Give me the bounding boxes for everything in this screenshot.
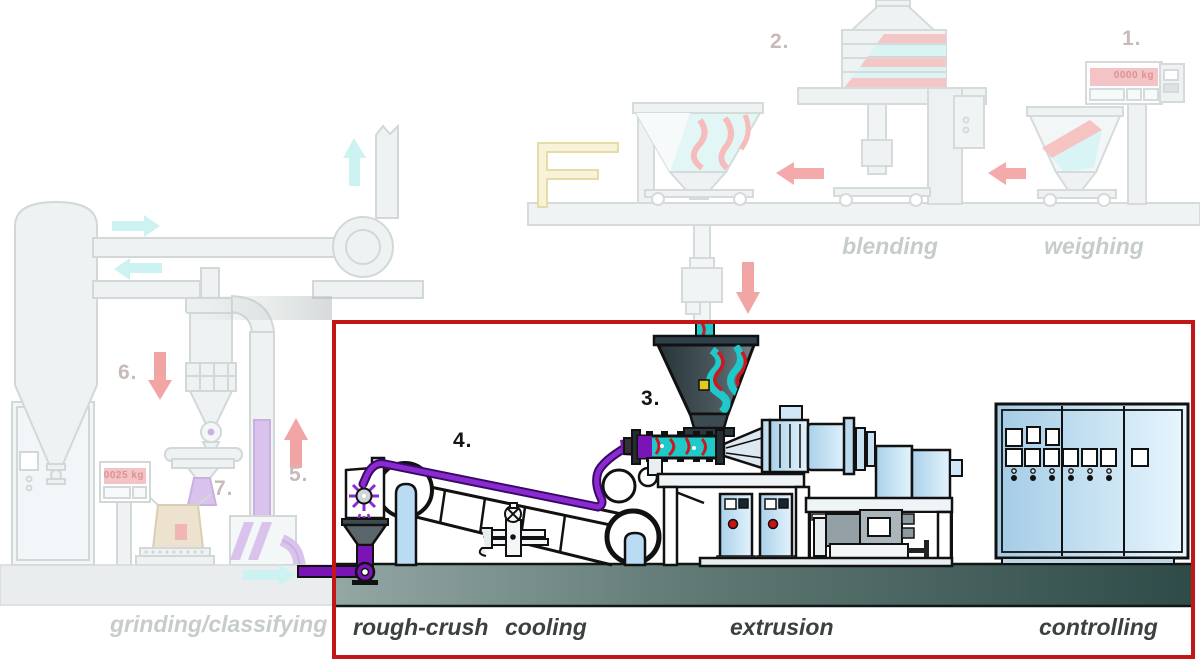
blending-machine [797, 0, 987, 207]
flow-arrow-left-air-icon [114, 258, 162, 280]
weighing-scale-readout: 0000 kg [1113, 70, 1154, 81]
stage-number-cooling-conveyor: 4. [453, 429, 473, 452]
conveyor-post-left [394, 482, 418, 567]
dosing-scale [99, 461, 151, 567]
storage-silo [11, 200, 98, 566]
water-sprayer [478, 502, 549, 557]
flow-arrow-up-duct-icon [343, 138, 366, 186]
cabinet-knobs [1011, 468, 1112, 481]
premix-container [632, 102, 764, 206]
forklift-mark [537, 142, 619, 208]
extruder [623, 321, 963, 502]
bagging-station [135, 447, 243, 566]
stage-number-extruder-feed: 3. [641, 387, 661, 410]
machine-floor [332, 562, 1195, 608]
elevated-platform [527, 202, 1200, 226]
dosing-scale-readout: 0025 kg [103, 470, 144, 481]
stage-number-bagging: 7. [214, 477, 234, 500]
strand-pulley-mid [601, 468, 637, 504]
stage-label-weighing: weighing [1044, 233, 1144, 259]
flow-arrow-left-blending-icon [776, 162, 824, 185]
control-cabinet [994, 402, 1190, 565]
star-cutter [349, 481, 379, 522]
flow-arrow-down-classify-icon [148, 352, 172, 400]
flow-arrow-down-icon [736, 262, 760, 314]
stage-label-grinding-classifying: grinding/classifying [110, 611, 328, 637]
highlight-box-border [332, 320, 1195, 659]
drive-motor [874, 444, 914, 502]
weighing-station [1026, 61, 1185, 207]
pneumatic-pipes [92, 123, 424, 301]
cooling-conveyor [376, 461, 662, 567]
crusher-discharge [297, 518, 389, 585]
stage-number-weighing: 1. [1122, 27, 1142, 50]
stage-label-rough-crush: rough-crush [353, 614, 489, 640]
conveyor-post-right [623, 531, 647, 567]
hopper-sensor [698, 379, 710, 391]
stage-number-recycle-lift: 5. [289, 463, 309, 486]
flow-arrow-right-air-icon [112, 215, 160, 237]
faded-floor [0, 564, 334, 606]
flow-arrow-up-recycle-icon [284, 418, 308, 468]
extruder-frame [656, 472, 954, 568]
highlight-corner-shadow [178, 296, 332, 320]
flow-arrow-right-floor-icon [243, 564, 295, 586]
stage-label-cooling: cooling [505, 614, 587, 640]
recycle-pipe [297, 565, 361, 578]
flow-arrow-left-weighing-icon [988, 162, 1026, 185]
stage-label-blending: blending [842, 233, 938, 259]
stage-label-extrusion: extrusion [730, 614, 834, 640]
stage-number-classifying: 6. [118, 361, 138, 384]
stage-label-controlling: controlling [1039, 614, 1158, 640]
stage-number-blending: 2. [770, 30, 790, 53]
